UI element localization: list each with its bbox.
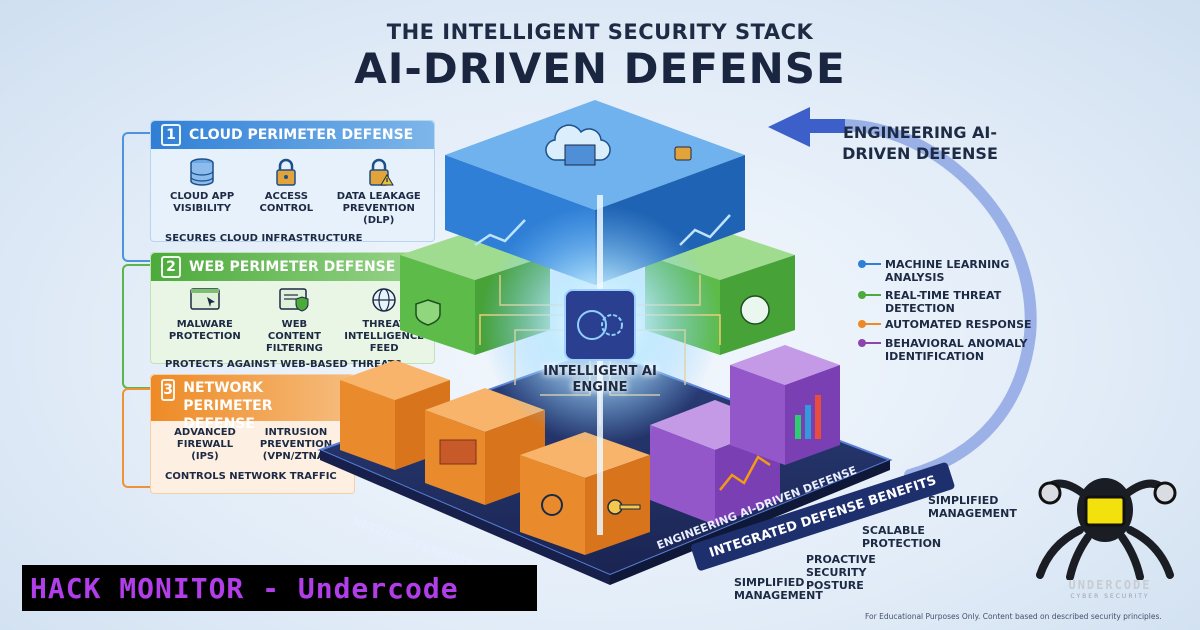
layer-footer: PROTECTS AGAINST WEB-BASED THREATS	[165, 359, 402, 370]
benefit-item: SCALABLE PROTECTION	[862, 524, 942, 550]
logo-wordmark: UNDERCODE	[1068, 578, 1152, 592]
malware-protection-item: MALWARE PROTECTION	[165, 285, 245, 355]
feature-label: MACHINE LEARNING ANALYSIS	[885, 258, 1010, 284]
browser-cursor-icon	[190, 288, 220, 310]
item-label: INTRUSION PREVENTION (VPN/ZTNA)	[259, 427, 333, 462]
cloud-app-visibility-item: CLOUD APP VISIBILITY	[165, 157, 239, 227]
cloud-lock-icon	[674, 146, 692, 161]
web-bracket-line	[122, 264, 152, 389]
laptop-icon	[1084, 495, 1126, 527]
cloud-perimeter-header: 1 CLOUD PERIMETER DEFENSE	[151, 121, 434, 149]
item-label: CLOUD APP VISIBILITY	[170, 191, 235, 214]
access-control-item: ACCESS CONTROL	[249, 157, 323, 227]
web-shield-icon	[279, 288, 309, 312]
subtitle: THE INTELLIGENT SECURITY STACK	[386, 20, 814, 44]
feature-label: BEHAVIORAL ANOMALY IDENTIFICATION	[885, 337, 1028, 363]
web-perimeter-header: 2 WEB PERIMETER DEFENSE	[151, 253, 434, 281]
item-label: MALWARE PROTECTION	[168, 319, 241, 342]
layer-number: 3	[161, 379, 176, 401]
security-stack-illustration	[317, 100, 893, 585]
ai-engine-label: INTELLIGENT AI ENGINE	[543, 364, 657, 395]
layer-footer: CONTROLS NETWORK TRAFFIC	[165, 471, 337, 482]
network-perimeter-panel: 3 NETWORK PERIMETER DEFENSE ADVANCED FIR…	[150, 374, 355, 494]
layer-number: 1	[161, 124, 181, 146]
ai-engine-chip	[564, 289, 636, 361]
brand-text: HACK MONITOR - Undercode	[30, 571, 459, 605]
benefit-item: SIMPLIFIED MANAGEMENT	[928, 494, 1017, 520]
feature-realtime-detection: REAL-TIME THREAT DETECTION	[858, 289, 1025, 315]
web-perimeter-panel: 2 WEB PERIMETER DEFENSE MALWARE PROTECTI…	[150, 252, 435, 370]
web-globe-icon	[740, 295, 770, 325]
server-icon	[564, 144, 596, 166]
dlp-item: DATA LEAKAGE PREVENTION (DLP)	[333, 157, 424, 227]
cloud-chart-icon	[474, 219, 526, 247]
item-label: WEB CONTENT FILTERING	[265, 319, 323, 354]
layer-title: WEB PERIMETER DEFENSE	[189, 259, 396, 275]
logo-subtitle: CYBER SECURITY	[1070, 593, 1150, 600]
arrow-head-icon	[768, 107, 810, 147]
item-label: DATA LEAKAGE PREVENTION (DLP)	[336, 191, 421, 226]
cloud-bracket-line	[122, 132, 152, 262]
feature-label: REAL-TIME THREAT DETECTION	[885, 289, 1002, 315]
web-content-filtering-item: WEB CONTENT FILTERING	[255, 285, 335, 355]
brand-bar: HACK MONITOR - Undercode	[22, 565, 537, 611]
layer-footer: SECURES CLOUD INFRASTRUCTURE	[165, 233, 363, 244]
lock-icon	[276, 158, 297, 186]
page-title: AI-DRIVEN DEFENSE	[354, 44, 846, 93]
engineering-label: ENGINEERING AI-DRIVEN DEFENSE	[842, 123, 998, 163]
layer-title: NETWORK PERIMETER DEFENSE	[183, 380, 273, 432]
database-icon	[190, 158, 214, 186]
undercode-octopus-logo	[1036, 478, 1177, 580]
feature-behavioral-anomaly: BEHAVIORAL ANOMALY IDENTIFICATION	[858, 337, 1045, 363]
engineering-arrow	[768, 107, 1037, 481]
magnifier-icon	[1038, 481, 1062, 505]
analytics-blocks	[650, 345, 840, 525]
threat-intel-item: THREAT INTELLIGENCE FEED	[344, 285, 424, 355]
disclaimer: For Educational Purposes Only. Content b…	[865, 612, 1162, 621]
item-label: ACCESS CONTROL	[259, 191, 314, 214]
brain-chip-icon	[577, 310, 607, 340]
network-bracket-line	[122, 388, 152, 488]
cloud-perimeter-panel: 1 CLOUD PERIMETER DEFENSE CLOUD APP VISI…	[150, 120, 435, 244]
globe-icon	[372, 288, 396, 312]
layer-title: CLOUD PERIMETER DEFENSE	[189, 127, 414, 143]
benefit-item: PROACTIVE SECURITY POSTURE	[806, 553, 876, 592]
benefit-item: SIMPLIFIED MANAGEMENT	[734, 576, 823, 602]
feature-ml-analysis: MACHINE LEARNING ANALYSIS	[858, 258, 1025, 284]
network-perimeter-header: 3 NETWORK PERIMETER DEFENSE	[151, 375, 354, 432]
warning-lock-icon	[368, 158, 394, 186]
layer-number: 2	[161, 256, 181, 278]
advanced-firewall-item: ADVANCED FIREWALL (IPS)	[165, 427, 245, 463]
intrusion-prevention-item: INTRUSION PREVENTION (VPN/ZTNA)	[251, 427, 341, 463]
shield-check-icon	[415, 299, 441, 326]
firewall-brick-icon	[439, 439, 477, 465]
trend-chart-icon	[719, 455, 771, 491]
item-label: THREAT INTELLIGENCE FEED	[344, 319, 425, 354]
network-nodes-icon	[541, 494, 563, 516]
feature-label: AUTOMATED RESPONSE	[885, 318, 1032, 331]
item-label: ADVANCED FIREWALL (IPS)	[174, 427, 236, 462]
feature-automated-response: AUTOMATED RESPONSE	[858, 318, 1045, 331]
